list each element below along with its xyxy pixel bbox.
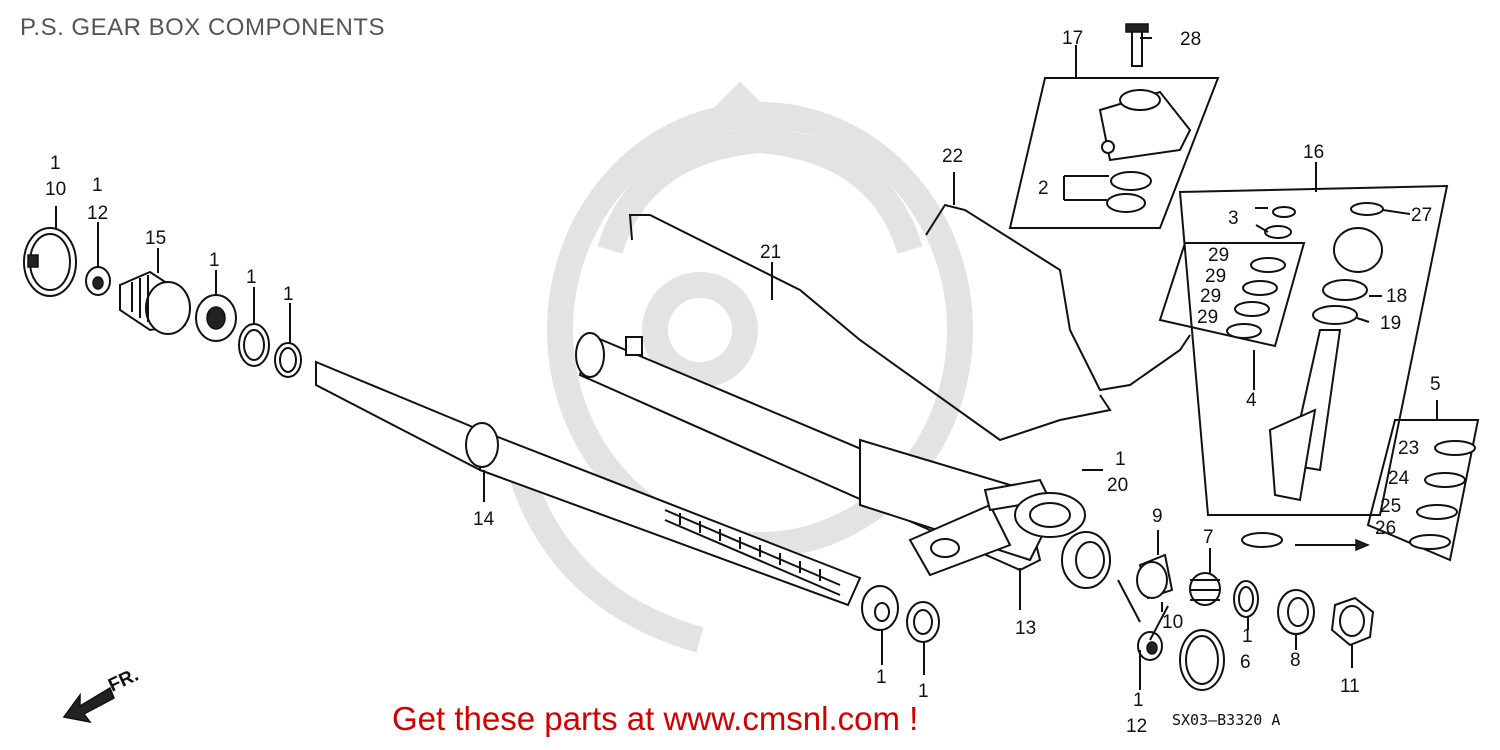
callout-labels: 1 10 1 12 15 1 1 1 14 21 22 17 28 2 16 3… [45,28,1441,737]
seal-set-part [1241,419,1480,562]
o-ring-part [274,342,302,378]
callout-25: 25 [1380,496,1401,517]
callout-4: 4 [1246,390,1257,411]
callout-8: 8 [1290,650,1301,671]
callout-1: 1 [1242,626,1253,647]
callout-1: 1 [209,250,220,271]
gear-housing-part [575,332,1111,589]
callout-17: 17 [1062,28,1083,49]
callout-9: 9 [1152,506,1163,527]
pinion-shaft-part [1268,202,1384,502]
seal-ring-set-part [1158,206,1306,348]
callout-5: 5 [1430,374,1441,395]
callout-3: 3 [1228,208,1239,229]
callout-15: 15 [145,228,166,249]
feed-line-part [628,203,1191,442]
callout-14: 14 [473,509,495,530]
callout-20: 20 [1107,475,1128,496]
callout-27: 27 [1411,205,1432,226]
rack-guide-part [1136,553,1174,600]
callout-1: 1 [92,175,103,196]
callout-23: 23 [1398,438,1419,459]
boot-clamp-part [23,227,77,297]
callout-22: 22 [942,146,963,167]
callout-1: 1 [246,267,257,288]
callout-11: 11 [1340,676,1360,697]
diagram-code: SX03–B3320 A [1172,711,1280,729]
callout-12: 12 [1126,716,1147,737]
front-arrow-icon: FR. [62,665,142,724]
callout-1: 1 [918,681,929,702]
callout-10: 10 [45,179,66,200]
callout-13: 13 [1015,618,1036,639]
locknut-part [1330,596,1375,647]
callout-1: 1 [50,153,61,174]
callout-10: 10 [1162,612,1183,633]
callout-6: 6 [1240,652,1251,673]
diagram-code-suffix: A [1271,711,1281,729]
callout-28: 28 [1180,29,1201,50]
callout-2: 2 [1038,178,1049,199]
callout-29: 29 [1205,266,1226,287]
o-ring-part [238,323,270,367]
callout-29: 29 [1200,286,1221,307]
callout-1: 1 [1115,449,1126,470]
adjusting-screw-part [1277,589,1315,635]
callout-24: 24 [1388,468,1410,489]
boot-clamp-part [1137,629,1225,691]
callout-7: 7 [1203,527,1214,548]
valve-kit-bracket [1008,77,1220,229]
diagram-code-number: SX03–B3320 [1172,711,1263,729]
pinion-kit-bracket [1178,184,1449,516]
seal-ring-part [906,601,940,643]
steering-rack-part [315,360,862,607]
callout-18: 18 [1386,286,1407,307]
callout-1: 1 [283,284,294,305]
callout-16: 16 [1303,142,1324,163]
page-title: P.S. GEAR BOX COMPONENTS [20,14,385,41]
leader-lines [55,37,1438,690]
cylinder-end-part [119,270,191,335]
o-ring-part [1233,580,1259,618]
spring-part [1189,572,1221,606]
callout-26: 26 [1375,518,1396,539]
tie-rod-clip-part [85,266,111,296]
callout-19: 19 [1380,313,1401,334]
callout-29: 29 [1208,245,1229,266]
callout-29: 29 [1197,307,1218,328]
promo-banner: Get these parts at www.cmsnl.com ! [392,700,919,737]
seal-ring-part [861,585,899,631]
valve-body-part [1098,23,1192,213]
callout-21: 21 [760,242,781,263]
callout-12: 12 [87,203,108,224]
callout-1: 1 [1133,690,1144,711]
callout-1: 1 [876,667,887,688]
seal-part [195,294,237,342]
